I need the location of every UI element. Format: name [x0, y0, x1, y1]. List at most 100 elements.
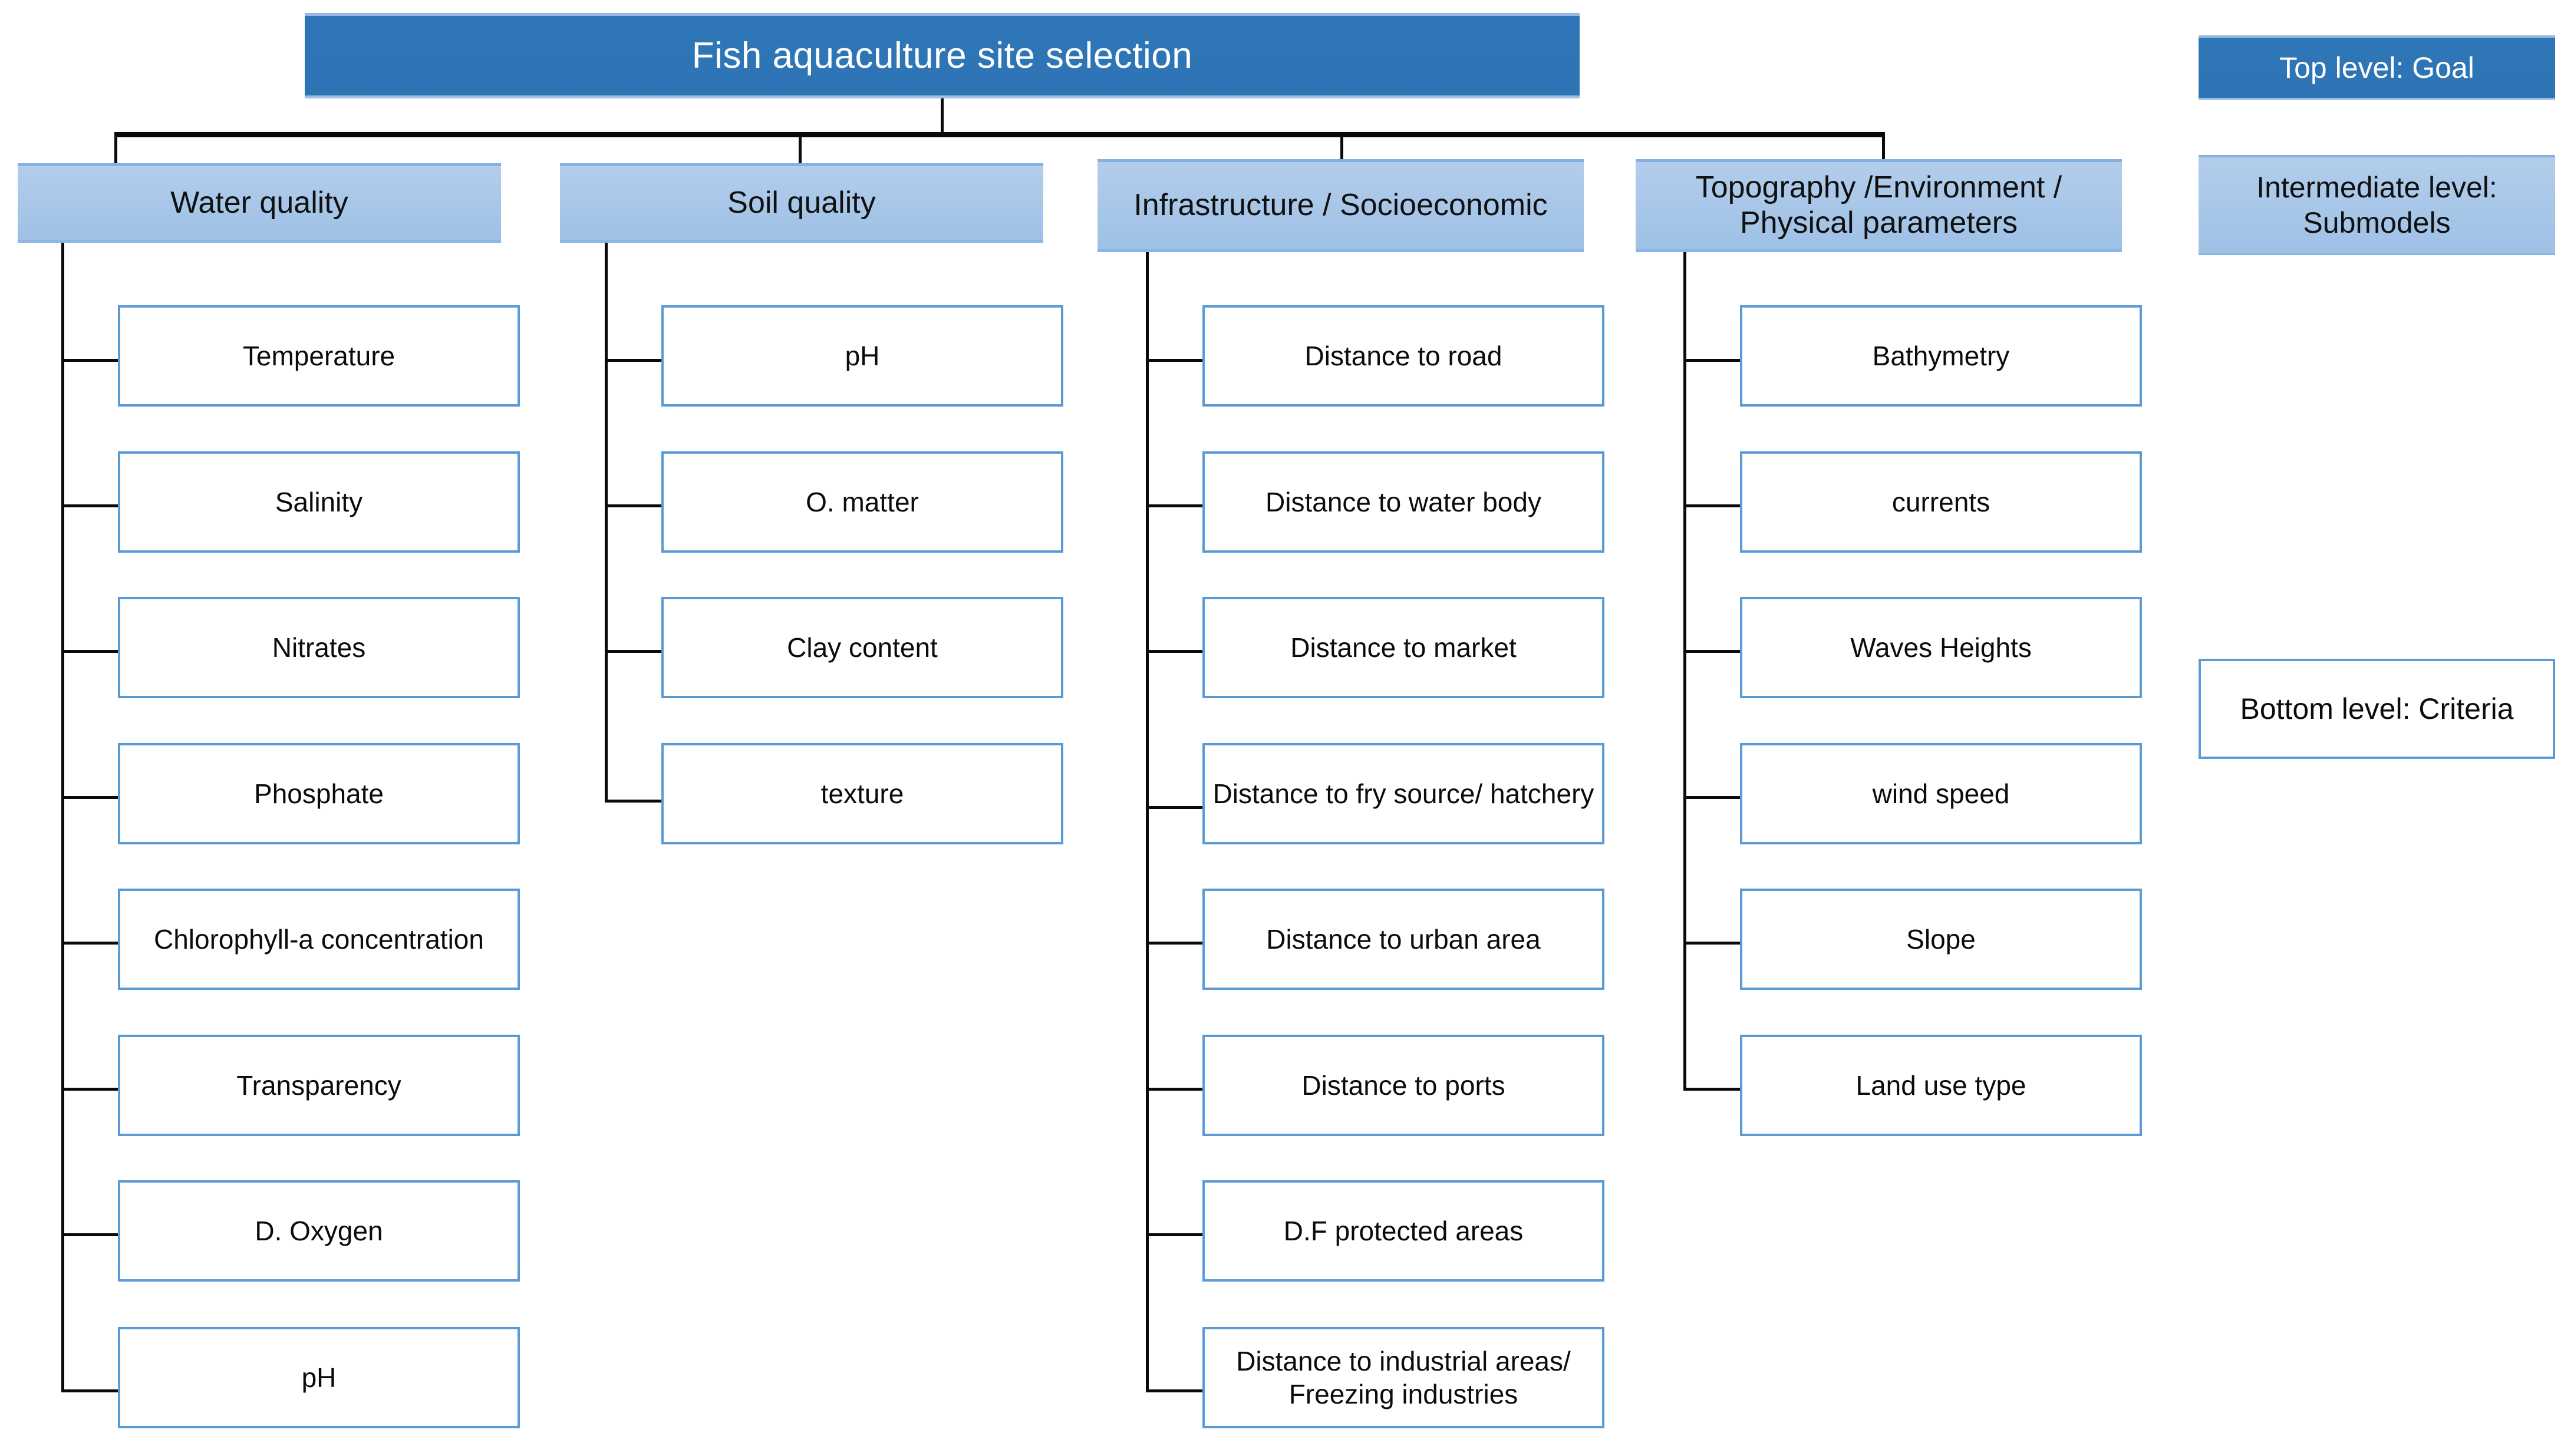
criterion-label: D.F protected areas [1283, 1215, 1524, 1246]
criterion-box: Distance to ports [1202, 1035, 1604, 1136]
connector-drop-infrastructure [1340, 132, 1343, 163]
connector-stub-infra-1 [1146, 359, 1204, 362]
submodel-box-infrastructure: Infrastructure / Socioeconomic [1098, 159, 1584, 252]
connector-spine-topography [1683, 252, 1686, 1091]
connector-stub-infra-4 [1146, 806, 1204, 809]
criterion-box: Distance to road [1202, 305, 1604, 407]
criterion-label: Land use type [1855, 1069, 2026, 1101]
submodel-box-water-quality: Water quality [18, 163, 501, 243]
connector-stub-water-3 [61, 650, 119, 653]
criterion-label: Distance to urban area [1266, 923, 1541, 955]
legend-bottom-level-criteria: Bottom level: Criteria [2199, 659, 2555, 759]
criterion-box: D.F protected areas [1202, 1180, 1604, 1282]
submodel-label-water-quality: Water quality [170, 185, 348, 220]
criterion-box: currents [1740, 451, 2142, 553]
connector-stub-infra-3 [1146, 650, 1204, 653]
connector-stub-topo-3 [1683, 650, 1741, 653]
criterion-box: Bathymetry [1740, 305, 2142, 407]
criterion-box: Clay content [661, 597, 1063, 698]
connector-stub-water-5 [61, 942, 119, 945]
connector-goal-bus [114, 132, 1885, 137]
criterion-label: Slope [1906, 923, 1976, 955]
connector-stub-topo-1 [1683, 359, 1741, 362]
criterion-box: Distance to market [1202, 597, 1604, 698]
goal-box: Fish aquaculture site selection [305, 13, 1580, 98]
criterion-label: D. Oxygen [255, 1215, 383, 1246]
criterion-box: Nitrates [118, 597, 520, 698]
connector-goal-stem [941, 98, 944, 133]
criterion-label: Chlorophyll-a concentration [154, 923, 484, 955]
connector-stub-water-6 [61, 1088, 119, 1091]
criterion-label: Waves Heights [1850, 632, 2032, 663]
connector-stub-infra-8 [1146, 1389, 1204, 1392]
connector-stub-water-7 [61, 1233, 119, 1236]
connector-stub-topo-5 [1683, 942, 1741, 945]
connector-spine-soil-quality [605, 243, 608, 803]
criterion-box: Salinity [118, 451, 520, 553]
connector-stub-soil-1 [605, 359, 663, 362]
criterion-box: Chlorophyll-a concentration [118, 889, 520, 990]
connector-spine-water-quality [61, 243, 64, 1392]
connector-stub-infra-2 [1146, 504, 1204, 507]
criterion-label: Distance to ports [1301, 1069, 1505, 1101]
connector-stub-infra-7 [1146, 1233, 1204, 1236]
criterion-label: Distance to water body [1265, 486, 1541, 517]
criterion-label: Phosphate [254, 778, 384, 809]
legend-top-level-label: Top level: Goal [2279, 51, 2474, 84]
criterion-box: Distance to industrial areas/ Freezing i… [1202, 1327, 1604, 1428]
criterion-label: Bathymetry [1872, 340, 2010, 371]
criterion-box: wind speed [1740, 743, 2142, 844]
criterion-label: pH [301, 1362, 337, 1393]
connector-drop-water-quality [114, 132, 117, 163]
criterion-label: Distance to road [1304, 340, 1502, 371]
connector-stub-topo-6 [1683, 1088, 1741, 1091]
criterion-label: Clay content [787, 632, 938, 663]
connector-stub-soil-2 [605, 504, 663, 507]
legend-bottom-level-label: Bottom level: Criteria [2240, 692, 2514, 725]
connector-stub-water-4 [61, 796, 119, 799]
criterion-box: Distance to fry source/ hatchery [1202, 743, 1604, 844]
criterion-label: texture [820, 778, 904, 809]
connector-stub-infra-6 [1146, 1088, 1204, 1091]
connector-stub-soil-3 [605, 650, 663, 653]
criterion-box: Land use type [1740, 1035, 2142, 1136]
criterion-label: Temperature [242, 340, 396, 371]
criterion-label: Nitrates [272, 632, 366, 663]
legend-top-level-goal: Top level: Goal [2199, 35, 2555, 100]
legend-intermediate-level-label: Intermediate level: Submodels [2256, 171, 2497, 239]
connector-stub-topo-4 [1683, 796, 1741, 799]
connector-stub-soil-4 [605, 800, 663, 803]
submodel-label-infrastructure: Infrastructure / Socioeconomic [1133, 188, 1548, 223]
criterion-box: D. Oxygen [118, 1180, 520, 1282]
connector-drop-soil-quality [799, 132, 802, 163]
criterion-label: pH [845, 340, 880, 371]
criterion-box: pH [661, 305, 1063, 407]
criterion-box: Transparency [118, 1035, 520, 1136]
legend-intermediate-level-submodels: Intermediate level: Submodels [2199, 155, 2555, 255]
submodel-label-topography: Topography /Environment / Physical param… [1695, 170, 2062, 240]
criterion-box: O. matter [661, 451, 1063, 553]
criterion-label: Transparency [236, 1069, 401, 1101]
criterion-label: O. matter [806, 486, 919, 517]
criterion-label: Salinity [275, 486, 363, 517]
criterion-label: wind speed [1872, 778, 2010, 809]
criterion-box: pH [118, 1327, 520, 1428]
criterion-label: Distance to fry source/ hatchery [1212, 778, 1594, 809]
criterion-label: Distance to market [1290, 632, 1517, 663]
criterion-box: Waves Heights [1740, 597, 2142, 698]
criterion-box: texture [661, 743, 1063, 844]
connector-stub-water-2 [61, 504, 119, 507]
submodel-box-topography: Topography /Environment / Physical param… [1636, 159, 2122, 252]
criterion-box: Temperature [118, 305, 520, 407]
criterion-label: Distance to industrial areas/ Freezing i… [1236, 1345, 1571, 1409]
criterion-box: Distance to urban area [1202, 889, 1604, 990]
connector-drop-topography [1882, 132, 1885, 163]
connector-stub-water-1 [61, 359, 119, 362]
connector-stub-water-8 [61, 1389, 119, 1392]
criterion-box: Phosphate [118, 743, 520, 844]
submodel-label-soil-quality: Soil quality [727, 185, 876, 220]
criterion-label: currents [1891, 486, 1990, 517]
criterion-box: Slope [1740, 889, 2142, 990]
connector-stub-topo-2 [1683, 504, 1741, 507]
